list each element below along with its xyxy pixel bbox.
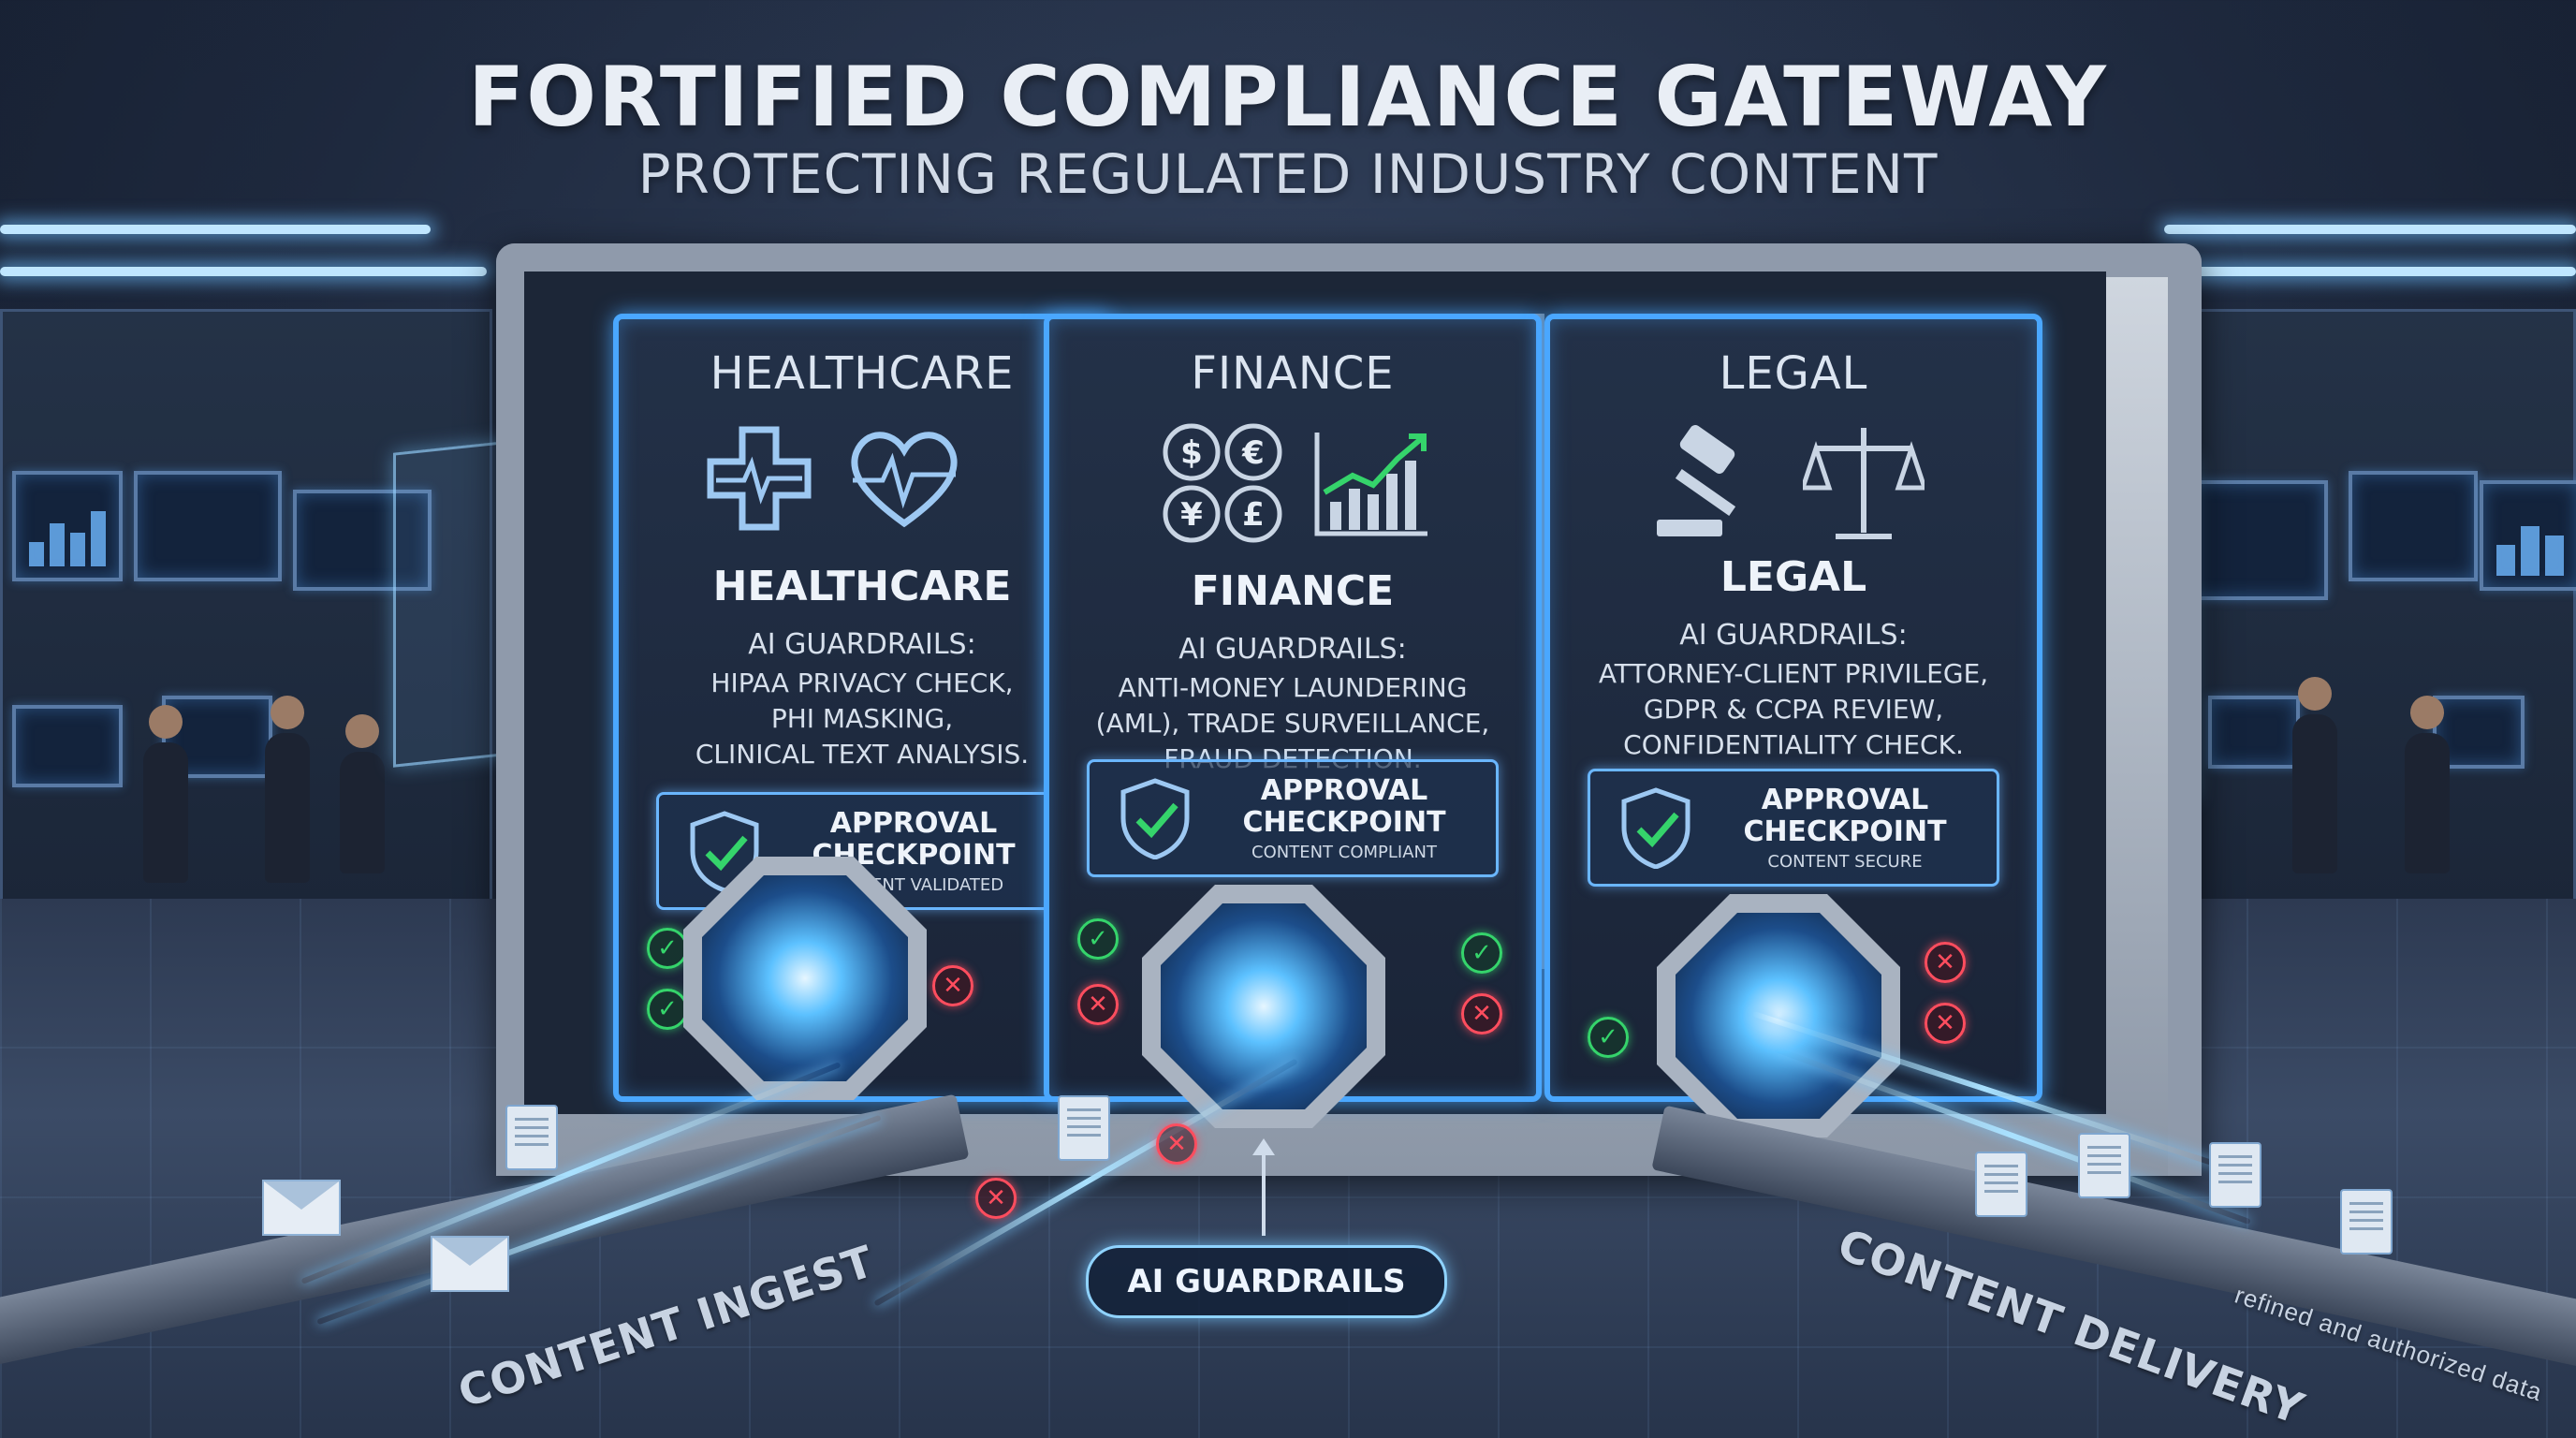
document-icon (505, 1105, 558, 1170)
currency-yen: ¥ (1180, 496, 1203, 534)
currency-pound: £ (1242, 496, 1265, 534)
panel-heading: FINANCE (1191, 567, 1395, 615)
guardrail-item: ANTI-MONEY LAUNDERING (1118, 672, 1468, 703)
envelope-icon (431, 1236, 509, 1292)
guardrail-item: GDPR & CCPA REVIEW, (1643, 694, 1944, 725)
guardrails-list: HIPAA PRIVACY CHECK, PHI MASKING, CLINIC… (628, 666, 1096, 772)
check-badge-icon: ✓ (1461, 932, 1502, 974)
reject-badge-icon: ✕ (1925, 942, 1966, 983)
guardrail-item: HIPAA PRIVACY CHECK, (710, 668, 1014, 698)
guardrails-label: AI GUARDRAILS: (1178, 633, 1407, 666)
guardrails-label: AI GUARDRAILS: (1679, 619, 1908, 652)
dashboard-monitor (2480, 480, 2576, 591)
world-map-monitor (2180, 480, 2328, 600)
analytics-monitor (12, 471, 123, 581)
currency-euro: € (1241, 434, 1265, 472)
guardrail-item: CLINICAL TEXT ANALYSIS. (695, 739, 1030, 770)
right-control-room (2130, 309, 2576, 914)
approval-checkpoint: APPROVAL CHECKPOINT CONTENT COMPLIANT (1087, 759, 1499, 877)
reject-badge-icon: ✕ (932, 965, 973, 1006)
reject-badge-icon: ✕ (1156, 1123, 1197, 1165)
ceiling-light (0, 267, 487, 276)
check-badge-icon: ✓ (647, 928, 688, 969)
operator-figure (143, 705, 188, 883)
guardrail-item: (AML), TRADE SURVEILLANCE, (1095, 708, 1490, 739)
guardrail-item: PHI MASKING, (770, 703, 954, 734)
arrow-up-icon (1252, 1138, 1275, 1236)
currency-dollar: $ (1180, 434, 1203, 472)
checkpoint-label: APPROVAL CHECKPOINT (1202, 775, 1486, 839)
operator-figure (2405, 696, 2450, 873)
gavel-icon (1657, 425, 1736, 536)
document-icon (1058, 1095, 1110, 1161)
check-badge-icon: ✓ (1588, 1017, 1629, 1058)
growth-chart-icon (1314, 433, 1427, 536)
operator-figure (340, 714, 385, 873)
panel-heading: LEGAL (1720, 553, 1867, 601)
checkpoint-label: APPROVAL CHECKPOINT (1703, 785, 1987, 848)
checkpoint-label-line: APPROVAL (1260, 774, 1428, 807)
checkpoint-label-line: APPROVAL (829, 807, 998, 840)
reject-badge-icon: ✕ (1077, 984, 1119, 1025)
workstation-monitor (2208, 696, 2300, 769)
scales-icon (1803, 428, 1925, 539)
document-icon (1975, 1152, 2027, 1217)
reject-badge-icon: ✕ (975, 1178, 1017, 1219)
page-title: FORTIFIED COMPLIANCE GATEWAY (468, 49, 2108, 145)
shield-check-icon (1120, 778, 1190, 859)
ceiling-light (2127, 267, 2576, 276)
panel-title: FINANCE (1191, 347, 1395, 400)
document-icon (2209, 1142, 2261, 1208)
envelope-icon (262, 1180, 341, 1236)
panel-heading: HEALTHCARE (712, 563, 1012, 610)
dashboard-monitor (293, 490, 432, 591)
checkpoint-label: APPROVAL CHECKPOINT (771, 808, 1056, 872)
panel-title: HEALTHCARE (710, 347, 1015, 400)
panel-title: LEGAL (1719, 347, 1868, 400)
ai-guardrails-badge: AI GUARDRAILS (1086, 1245, 1447, 1318)
check-badge-icon: ✓ (647, 989, 688, 1030)
check-badge-icon: ✓ (1077, 918, 1119, 960)
panel-icons (1550, 422, 2037, 544)
checkpoint-status: CONTENT COMPLIANT (1251, 843, 1437, 862)
world-map-monitor (134, 471, 282, 581)
legal-panel: LEGAL LEGAL AI GUARDRAILS: ATTORNEY-CLIE… (1544, 314, 2042, 1102)
panel-icons (619, 422, 1105, 544)
ceiling-light (2164, 225, 2576, 234)
panel-icons: $ € ¥ £ (1049, 422, 1536, 544)
checkpoint-status: CONTENT SECURE (1767, 852, 1923, 872)
checkpoint-label-line: APPROVAL (1761, 784, 1929, 816)
left-control-room (0, 309, 492, 914)
approval-checkpoint: APPROVAL CHECKPOINT CONTENT SECURE (1588, 769, 1999, 887)
checkpoint-label-line: CHECKPOINT (1743, 815, 1947, 848)
page-subtitle: PROTECTING REGULATED INDUSTRY CONTENT (637, 142, 1939, 206)
operator-figure (265, 696, 310, 883)
document-icon (2340, 1189, 2393, 1255)
scan-portal (702, 875, 908, 1081)
checkpoint-label-line: CHECKPOINT (1242, 806, 1446, 839)
guardrails-label: AI GUARDRAILS: (748, 628, 976, 661)
guardrail-item: CONFIDENTIALITY CHECK. (1623, 729, 1964, 760)
reject-badge-icon: ✕ (1461, 993, 1502, 1034)
medical-cross-icon (707, 426, 812, 531)
guardrails-list: ATTORNEY-CLIENT PRIVILEGE, GDPR & CCPA R… (1559, 656, 2027, 763)
scan-portal (1676, 913, 1881, 1119)
operator-figure (2292, 677, 2337, 873)
heart-pulse-icon (851, 432, 958, 528)
workstation-monitor (12, 705, 123, 787)
ceiling-light (0, 225, 431, 234)
security-monitor (2349, 471, 2478, 581)
shield-check-icon (1621, 787, 1690, 869)
currency-coins-icon: $ € ¥ £ (1163, 423, 1282, 543)
document-icon (2078, 1133, 2130, 1198)
guardrail-item: ATTORNEY-CLIENT PRIVILEGE, (1598, 658, 1989, 689)
reject-badge-icon: ✕ (1925, 1003, 1966, 1044)
